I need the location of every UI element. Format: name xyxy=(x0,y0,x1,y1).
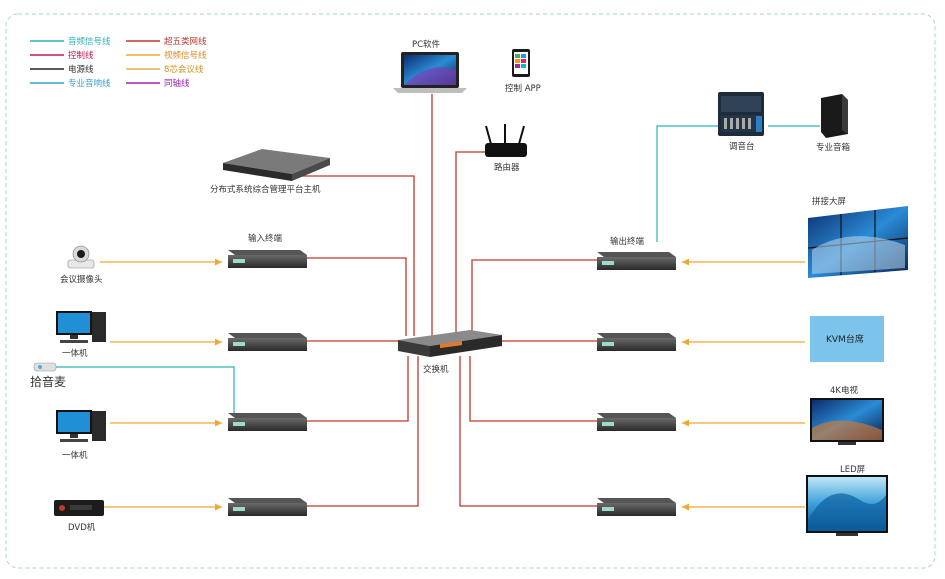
speaker-icon xyxy=(821,94,848,138)
wire-out4-to-switch xyxy=(459,356,597,507)
pc-software-node: PC软件 xyxy=(393,39,467,93)
control-app-node: 控制 APP xyxy=(505,49,541,94)
switch-icon xyxy=(398,330,502,346)
rack-server-icon xyxy=(223,149,330,174)
diagram-border xyxy=(5,13,936,569)
input-terminal-4 xyxy=(228,498,307,516)
mixer-node: 调音台 xyxy=(718,92,764,152)
pc-software-label: PC软件 xyxy=(412,39,441,50)
wire-out1-to-switch xyxy=(471,259,597,336)
kvm-node: KVM台席 xyxy=(810,316,884,362)
control-app-label: 控制 APP xyxy=(505,83,541,94)
pc2-node: 一体机 xyxy=(56,410,106,461)
wire-in4-to-switch xyxy=(307,356,419,507)
wire-host-to-switch xyxy=(302,175,415,336)
legend-label-control: 控制线 xyxy=(68,50,94,61)
dvd-label: DVD机 xyxy=(68,522,96,533)
mic-label: 拾音麦 xyxy=(30,374,66,389)
kvm-label: KVM台席 xyxy=(826,333,864,345)
microphone-icon xyxy=(33,362,57,372)
camera-label: 会议摄像头 xyxy=(60,274,103,285)
mic-node: 拾音麦 xyxy=(30,362,66,389)
wire-in1-to-switch xyxy=(307,257,407,336)
tv4k-node: 4K电视 xyxy=(810,385,884,445)
speaker-label: 专业音箱 xyxy=(816,142,851,153)
wire-in3-to-switch xyxy=(307,356,409,422)
network-wires xyxy=(302,94,597,507)
legend: 音频信号线 控制线 电源线 专业音响线 超五类网线 视频信号线 8芯会议线 同轴… xyxy=(30,36,207,89)
video-wall-label: 拼接大屏 xyxy=(812,196,847,207)
mixer-label: 调音台 xyxy=(729,141,755,152)
legend-label-8core: 8芯会议线 xyxy=(164,64,204,75)
pc2-label: 一体机 xyxy=(62,450,88,461)
tv4k-label: 4K电视 xyxy=(830,385,858,396)
legend-label-power: 电源线 xyxy=(68,64,94,75)
output-terminal-1 xyxy=(597,252,676,270)
legend-label-pro-audio: 专业音响线 xyxy=(68,78,111,89)
led-node: LED屏 xyxy=(806,465,888,536)
legend-label-cat5e: 超五类网线 xyxy=(164,36,207,47)
input-terminal-2 xyxy=(228,333,307,351)
pc1-node: 一体机 xyxy=(56,311,106,359)
input-terminal-1 xyxy=(228,250,307,268)
legend-label-audio: 音频信号线 xyxy=(68,36,111,47)
wire-router-to-switch xyxy=(455,151,485,336)
output-terminal-2 xyxy=(597,333,676,351)
audio-mic-to-in3 xyxy=(56,366,235,415)
legend-label-video: 视频信号线 xyxy=(164,50,207,61)
legend-label-coax: 同轴线 xyxy=(164,78,190,89)
audio-out1-to-mixer xyxy=(656,125,718,242)
output-terminal-label: 输出终端 xyxy=(610,236,645,247)
video-wires xyxy=(100,258,805,511)
kvm-box xyxy=(810,316,884,362)
input-terminal-3 xyxy=(228,413,307,431)
mgmt-host-node: 分布式系统综合管理平台主机 xyxy=(210,149,330,195)
input-terminal-label: 输入终端 xyxy=(248,233,283,244)
output-terminal-4 xyxy=(597,498,676,516)
router-icon xyxy=(485,143,527,157)
router-node: 路由器 xyxy=(485,124,527,173)
speaker-node: 专业音箱 xyxy=(816,94,851,153)
pc1-label: 一体机 xyxy=(62,348,88,359)
dvd-node: DVD机 xyxy=(54,500,104,533)
switch-node: 交换机 xyxy=(398,330,502,375)
switch-label: 交换机 xyxy=(423,364,449,375)
router-label: 路由器 xyxy=(494,162,520,173)
camera-node: 会议摄像头 xyxy=(60,245,103,285)
led-label: LED屏 xyxy=(840,465,866,475)
video-wall-node: 拼接大屏 xyxy=(807,196,909,278)
mgmt-host-label: 分布式系统综合管理平台主机 xyxy=(210,184,321,195)
wire-out3-to-switch xyxy=(469,356,597,422)
output-terminal-3 xyxy=(597,413,676,431)
audio-wires xyxy=(56,125,820,415)
